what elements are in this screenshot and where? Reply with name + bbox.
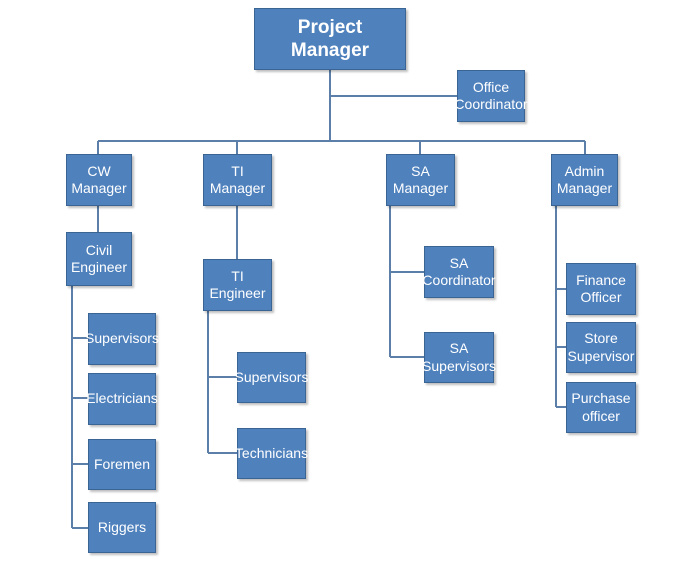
purchase-officer-box: Purchase officer bbox=[566, 382, 636, 433]
admin-manager-box: Admin Manager bbox=[551, 154, 618, 206]
project-manager-box: Project Manager bbox=[254, 8, 406, 70]
store-supervisor-box: Store Supervisor bbox=[566, 322, 636, 373]
sa-coordinator-box: SA Coordinator bbox=[422, 246, 496, 298]
finance-officer-box: Finance Officer bbox=[566, 263, 636, 315]
technicians-box: Technicians bbox=[235, 428, 308, 479]
riggers-box: Riggers bbox=[88, 502, 156, 553]
electricians-box: Electricians bbox=[86, 373, 158, 425]
sa-supervisors-box: SA Supervisors bbox=[422, 332, 496, 383]
cw-supervisors-box: Supervisors bbox=[85, 313, 159, 365]
civil-engineer-box: Civil Engineer bbox=[66, 232, 132, 286]
office-coordinator-box: Office Coordinator bbox=[454, 70, 528, 122]
sa-manager-box: SA Manager bbox=[386, 154, 455, 206]
ti-supervisors-box: Supervisors bbox=[235, 352, 308, 403]
foremen-box: Foremen bbox=[88, 439, 156, 490]
ti-engineer-box: TI Engineer bbox=[203, 259, 272, 311]
ti-manager-box: TI Manager bbox=[203, 154, 272, 206]
cw-manager-box: CW Manager bbox=[66, 154, 132, 206]
